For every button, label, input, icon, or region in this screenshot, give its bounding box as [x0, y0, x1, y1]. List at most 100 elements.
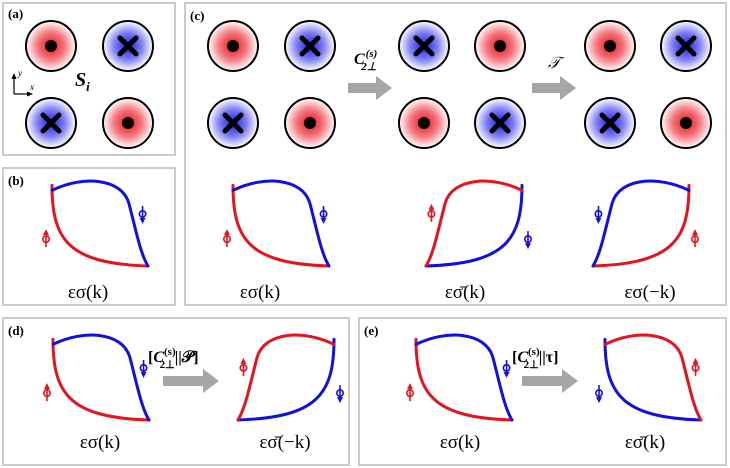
- atom-red: [25, 20, 77, 72]
- arrow-d: [163, 369, 219, 393]
- band-sketch-c1: [231, 179, 331, 268]
- arrow-e: [522, 369, 578, 393]
- spin-up-icon: [691, 357, 700, 376]
- band-sketch-c2: [424, 179, 524, 268]
- spin-up-icon: [405, 383, 414, 402]
- band-curve: [424, 179, 524, 268]
- spin-dot-icon: [304, 117, 316, 129]
- band-curve: [424, 183, 524, 268]
- spin-dot-icon: [227, 40, 239, 52]
- spin-cross-icon: [117, 35, 139, 57]
- spin-cross-icon: [489, 112, 511, 134]
- spin-cross-icon: [413, 35, 435, 57]
- spin-dot-icon: [122, 117, 134, 129]
- atom-blue: [102, 20, 154, 72]
- op-time-reversal: 𝒯: [548, 55, 565, 72]
- atom-blue: [398, 20, 450, 72]
- spin-down-icon: [523, 231, 532, 250]
- spin-down-icon: [139, 359, 148, 378]
- panel-e-frame: [358, 317, 727, 466]
- spin-down-icon: [502, 359, 511, 378]
- band-curve: [236, 333, 336, 422]
- spin-dot-icon: [418, 117, 430, 129]
- panel-e-label: (e): [364, 323, 378, 338]
- sublattice-label: Si: [75, 69, 90, 94]
- atom-red: [584, 20, 636, 72]
- panel-d-label: (d): [8, 323, 24, 338]
- band-curve: [51, 337, 151, 422]
- caption-b: εσ(k): [68, 282, 108, 303]
- atom-blue: [25, 97, 77, 149]
- atom-red: [207, 20, 259, 72]
- band-sketch-d1: [51, 333, 151, 422]
- spin-cross-icon: [675, 35, 697, 57]
- band-curve: [414, 337, 514, 422]
- arrow-time-reversal: [532, 76, 576, 100]
- atom-blue: [660, 20, 712, 72]
- band-sketch-e2: [603, 333, 703, 422]
- band-curve: [591, 179, 691, 268]
- spin-dot-icon: [45, 40, 57, 52]
- spin-cross-icon: [599, 112, 621, 134]
- band-curve: [603, 337, 703, 422]
- spin-up-icon: [223, 229, 232, 248]
- band-sketch-b: [50, 179, 150, 268]
- atom-blue: [474, 97, 526, 149]
- spin-dot-icon: [604, 40, 616, 52]
- spin-down-icon: [319, 205, 328, 224]
- panel-b-label: (b): [8, 173, 24, 188]
- band-sketch-d2: [236, 333, 336, 422]
- op-c2perp: C(s)2⊥: [354, 48, 377, 73]
- atom-red: [284, 97, 336, 149]
- spin-down-icon: [335, 385, 344, 404]
- atom-blue: [207, 97, 259, 149]
- spin-up-icon: [42, 383, 51, 402]
- band-curve: [231, 179, 331, 268]
- caption-d-1: εσ(k): [80, 432, 120, 453]
- caption-e-2: εσ̄(k): [625, 432, 665, 453]
- spin-up-icon: [41, 229, 50, 248]
- spin-up-icon: [239, 357, 248, 376]
- atom-red: [398, 97, 450, 149]
- caption-d-2: εσ̄(−k): [259, 432, 310, 453]
- panel-d-frame: [2, 317, 350, 466]
- panel-a-frame: [2, 2, 176, 156]
- band-curve: [591, 183, 691, 268]
- spin-down-icon: [594, 385, 603, 404]
- caption-e-1: εσ(k): [440, 432, 480, 453]
- atom-red: [660, 97, 712, 149]
- spin-up-icon: [690, 229, 699, 248]
- arrow-c2perp: [348, 76, 392, 100]
- spin-cross-icon: [299, 35, 321, 57]
- band-curve: [50, 183, 150, 268]
- caption-c-3: εσ(−k): [624, 282, 675, 303]
- spin-down-icon: [138, 205, 147, 224]
- axis-indicator: y x: [11, 68, 34, 97]
- caption-c-2: εσ̄(k): [445, 282, 485, 303]
- axis-y-label: y: [17, 68, 22, 78]
- atom-blue: [284, 20, 336, 72]
- panel-b-frame: [2, 167, 176, 306]
- spin-dot-icon: [494, 40, 506, 52]
- band-curve: [414, 333, 514, 422]
- band-curve: [50, 179, 150, 268]
- band-curve: [51, 333, 151, 422]
- caption-c-1: εσ(k): [240, 282, 280, 303]
- spin-dot-icon: [680, 117, 692, 129]
- band-curve: [236, 337, 336, 422]
- band-curve: [603, 333, 703, 422]
- band-layer: [41, 179, 703, 422]
- band-sketch-c3: [591, 179, 691, 268]
- op-d: [C(s)2⊥||𝒫]: [148, 346, 199, 371]
- atom-layer: [25, 20, 712, 149]
- spin-up-icon: [427, 203, 436, 222]
- atom-blue: [584, 97, 636, 149]
- panel-c-label: (c): [190, 8, 204, 23]
- band-sketch-e1: [414, 333, 514, 422]
- axis-x-label: x: [29, 82, 34, 92]
- op-e: [C(s)2⊥||τ]: [512, 346, 558, 371]
- atom-red: [102, 97, 154, 149]
- atom-red: [474, 20, 526, 72]
- panel-c-frame: [184, 2, 727, 306]
